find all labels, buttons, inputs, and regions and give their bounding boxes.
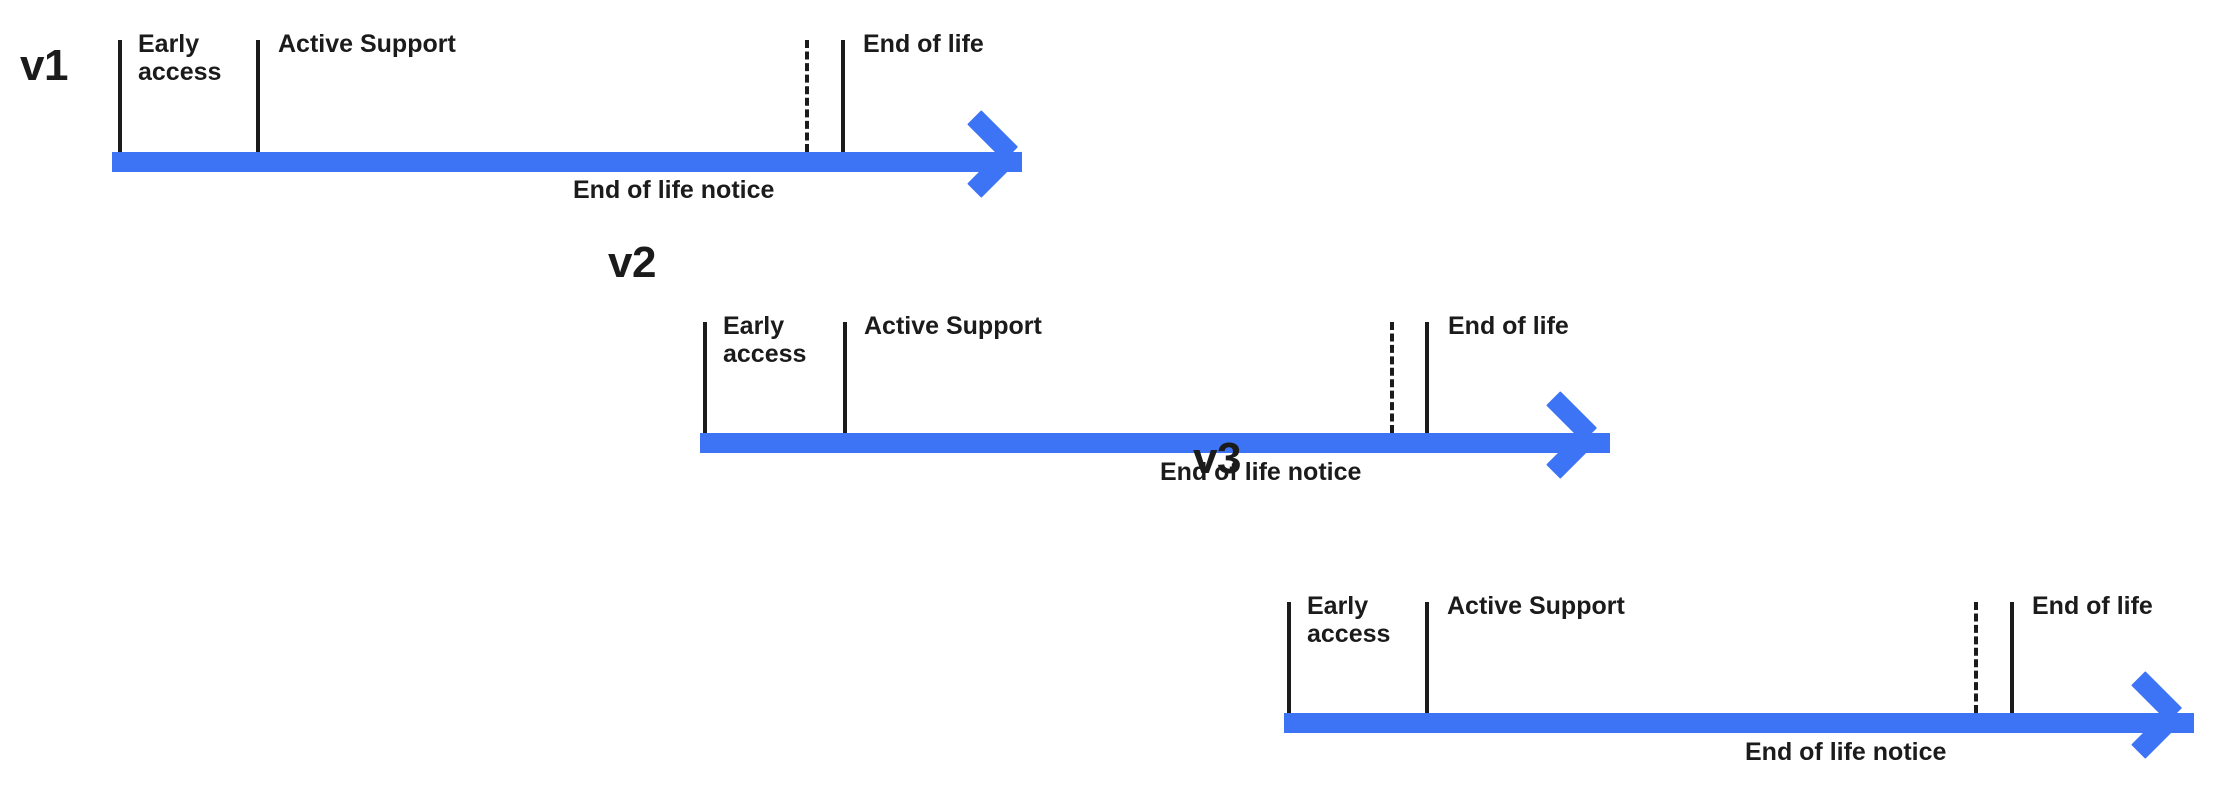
timeline-arrow-head-icon — [2122, 671, 2184, 759]
end-of-life-notice-marker — [805, 40, 809, 152]
phase-label: Early access — [1307, 592, 1391, 648]
phase-label: End of life — [863, 30, 984, 58]
phase-divider — [118, 40, 122, 152]
version-label: v3 — [1193, 434, 1241, 483]
phase-divider — [703, 322, 707, 433]
phase-divider — [1287, 602, 1291, 713]
phase-divider — [1425, 602, 1429, 713]
phase-divider — [841, 40, 845, 152]
version-label: v2 — [608, 238, 656, 287]
version-label: v1 — [20, 41, 68, 90]
end-of-life-notice-label: End of life notice — [573, 176, 775, 204]
phase-label: End of life — [2032, 592, 2153, 620]
timeline-arrow-head-icon — [1537, 391, 1599, 479]
phase-label: Active Support — [1447, 592, 1625, 620]
phase-label: End of life — [1448, 312, 1569, 340]
timeline-arrow-head-icon — [958, 110, 1020, 198]
end-of-life-notice-marker — [1390, 322, 1394, 433]
end-of-life-notice-label: End of life notice — [1745, 738, 1947, 766]
timeline-bar — [700, 433, 1610, 453]
phase-label: Early access — [723, 312, 807, 368]
phase-label: Early access — [138, 30, 222, 86]
phase-divider — [1425, 322, 1429, 433]
phase-divider — [2010, 602, 2014, 713]
phase-label: Active Support — [864, 312, 1042, 340]
end-of-life-notice-marker — [1974, 602, 1978, 713]
phase-label: Active Support — [278, 30, 456, 58]
phase-divider — [843, 322, 847, 433]
end-of-life-notice-label: End of life notice — [1160, 458, 1362, 486]
timeline-bar — [1284, 713, 2194, 733]
phase-divider — [256, 40, 260, 152]
timeline-bar — [112, 152, 1022, 172]
